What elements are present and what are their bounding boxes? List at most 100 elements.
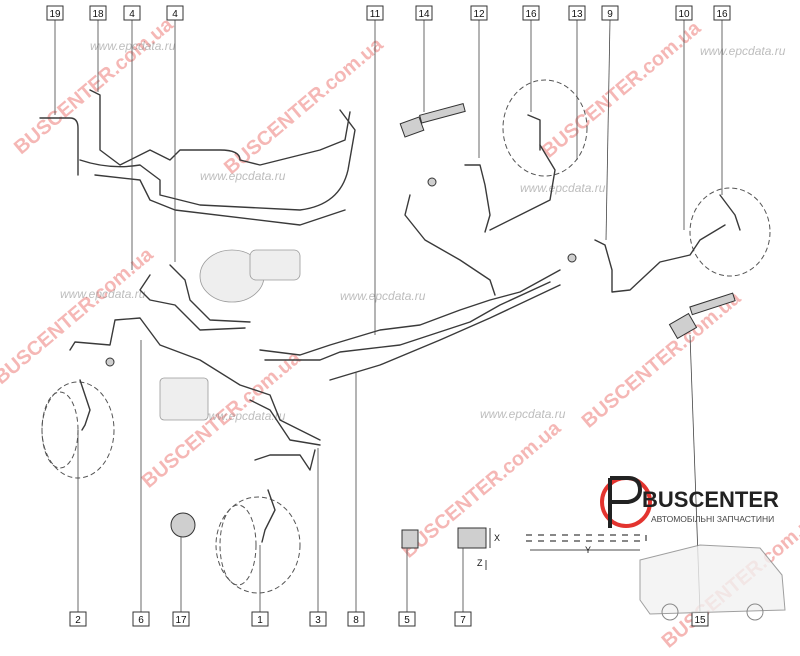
callout-box: 9 bbox=[601, 5, 619, 21]
parts bbox=[105, 103, 736, 549]
rear-left-wheel bbox=[502, 79, 588, 177]
callout-box: 15 bbox=[691, 611, 709, 627]
watermark-source: www.epcdata.ru bbox=[480, 407, 566, 421]
watermark-brand: BUSCENTER.com.ua bbox=[538, 17, 706, 163]
pipe-3 bbox=[254, 449, 316, 471]
pipe-4b bbox=[169, 264, 251, 323]
callout-box: 1 bbox=[251, 611, 269, 627]
callout-label: 15 bbox=[694, 615, 706, 626]
callout-box: 18 bbox=[89, 5, 107, 21]
watermark-brand: BUSCENTER.com.ua bbox=[10, 13, 178, 159]
callout-box: 4 bbox=[166, 5, 184, 21]
hose-1 bbox=[261, 489, 276, 543]
callout-box: 16 bbox=[522, 5, 540, 21]
rear-right-wheel bbox=[689, 187, 771, 277]
dim-x-label: X bbox=[494, 533, 500, 543]
union-7 bbox=[457, 527, 487, 549]
callout-label: 1 bbox=[257, 615, 263, 626]
callout-label: 17 bbox=[175, 615, 187, 626]
watermark-source: www.epcdata.ru bbox=[90, 39, 176, 53]
pipe-6 bbox=[69, 317, 321, 441]
callout-box: 12 bbox=[470, 5, 488, 21]
callout-box: 8 bbox=[347, 611, 365, 627]
pipe-13 bbox=[489, 144, 556, 231]
front-left-wheel-inner bbox=[41, 391, 79, 469]
callout-label: 11 bbox=[370, 9, 381, 20]
pipe-long-upper bbox=[79, 109, 356, 211]
callout-box: 14 bbox=[415, 5, 433, 21]
brake-pipes bbox=[39, 89, 741, 543]
callout-box: 10 bbox=[675, 5, 693, 21]
callout-label: 3 bbox=[315, 615, 321, 626]
watermark-source: www.epcdata.ru bbox=[200, 169, 286, 183]
callout-box: 13 bbox=[568, 5, 586, 21]
clip-5 bbox=[401, 529, 419, 549]
callout-label: 14 bbox=[418, 9, 430, 20]
callout-box: 19 bbox=[46, 5, 64, 21]
watermark-source: www.epcdata.ru bbox=[200, 409, 286, 423]
callout-label: 10 bbox=[678, 9, 690, 20]
pipe-16-left bbox=[527, 114, 541, 151]
dim-z-label: Z bbox=[477, 558, 483, 568]
callout-label: 9 bbox=[607, 9, 613, 20]
leader-9 bbox=[605, 19, 611, 241]
callout-label: 16 bbox=[525, 9, 537, 20]
callout-box: 4 bbox=[123, 5, 141, 21]
bracket-14 bbox=[399, 116, 425, 138]
pipe-3-upper bbox=[249, 399, 321, 446]
callout-label: 13 bbox=[571, 9, 583, 20]
watermark-source: www.epcdata.ru bbox=[340, 289, 426, 303]
pipe-long-mid bbox=[94, 174, 346, 226]
callout-box: 17 bbox=[172, 611, 190, 627]
van-wheel-icon bbox=[661, 603, 679, 621]
pipe-8 bbox=[329, 284, 561, 381]
logo-b-icon bbox=[608, 476, 643, 528]
van-silhouette-icon bbox=[639, 544, 786, 615]
watermark-source: www.epcdata.ru bbox=[700, 44, 786, 58]
callout-box: 2 bbox=[69, 611, 87, 627]
servo-ghost bbox=[249, 249, 301, 281]
callout-label: 16 bbox=[716, 9, 728, 20]
callout-box: 7 bbox=[454, 611, 472, 627]
pipe-8-upper bbox=[264, 281, 551, 361]
front-right-wheel-inner bbox=[219, 504, 257, 586]
clip-17 bbox=[170, 512, 196, 538]
callout-label: 19 bbox=[49, 9, 61, 20]
pipe-11 bbox=[259, 269, 561, 356]
clip-front-left bbox=[105, 357, 115, 367]
watermark-source: www.epcdata.ru bbox=[520, 181, 606, 195]
pipe-19 bbox=[39, 117, 79, 176]
union-rear-b bbox=[567, 253, 577, 263]
callout-box: 6 bbox=[132, 611, 150, 627]
watermark-source: www.epcdata.ru bbox=[60, 287, 146, 301]
union-rear-a bbox=[427, 177, 437, 187]
pipe-rear-feed bbox=[404, 194, 496, 296]
logo-subtitle: АВТОМОБІЛЬНІ ЗАПЧАСТИНИ bbox=[651, 514, 774, 524]
dim-y-label: Y bbox=[585, 545, 591, 555]
abs-unit-ghost bbox=[159, 377, 209, 421]
hose-2 bbox=[79, 379, 91, 431]
callout-label: 18 bbox=[92, 9, 104, 20]
callout-box: 3 bbox=[309, 611, 327, 627]
callout-label: 6 bbox=[138, 615, 144, 626]
callout-label: 4 bbox=[129, 9, 135, 20]
callout-label: 5 bbox=[404, 615, 410, 626]
callout-box: 11 bbox=[366, 5, 384, 21]
callout-label: 8 bbox=[353, 615, 359, 626]
pipe-9-10 bbox=[594, 224, 726, 293]
bracket-14-strip bbox=[419, 103, 466, 124]
callout-box: 16 bbox=[713, 5, 731, 21]
callout-label: 4 bbox=[172, 9, 178, 20]
ghost-components bbox=[159, 249, 301, 421]
callouts-top: 19 18 4 4 11 14 12 16 13 9 10 16 bbox=[46, 5, 731, 21]
callout-label: 2 bbox=[75, 615, 81, 626]
buscenter-logo: BUSCENTER АВТОМОБІЛЬНІ ЗАПЧАСТИНИ bbox=[600, 476, 786, 621]
callout-label: 7 bbox=[460, 615, 466, 626]
logo-name: BUSCENTER bbox=[642, 487, 779, 512]
dim-y-strip bbox=[525, 534, 647, 542]
bracket-15-strip bbox=[689, 292, 736, 316]
van-wheel-icon bbox=[746, 603, 764, 621]
front-right-wheel bbox=[215, 496, 301, 594]
callout-box: 5 bbox=[398, 611, 416, 627]
